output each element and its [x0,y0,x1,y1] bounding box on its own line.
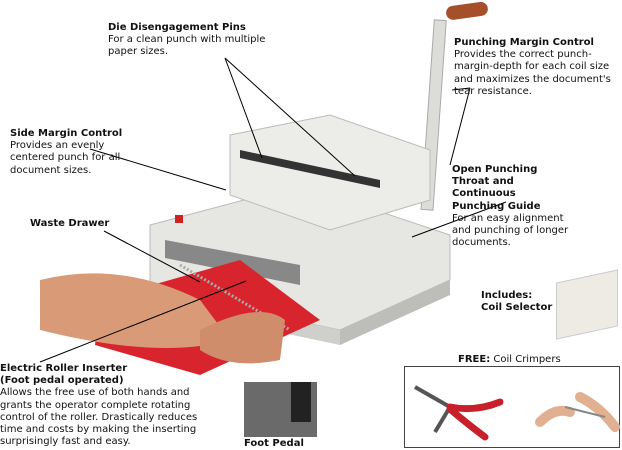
callout-text: grants the operator complete rotating [0,399,191,411]
free-label: FREE: [458,354,491,365]
callout-text: margin-depth for each coil size [454,61,610,73]
callout-title: Foot Pedal [244,438,304,449]
callout-coil-selector: Includes: Coil Selector [481,290,552,314]
callout-die-pins: Die Disengagement Pins For a clean punch… [108,22,265,59]
callout-side-margin: Side Margin Control Provides an evenly c… [10,128,122,177]
callout-title: Open Punching [452,164,538,175]
crimpers-image [414,385,620,441]
callout-title: Die Disengagement Pins [108,22,246,33]
callout-title: Throat and [452,176,514,188]
leader-lines [39,57,507,363]
callout-title: Side Margin Control [10,128,123,139]
callout-title: Punching Margin Control [454,37,594,48]
handle-grip [446,1,488,20]
callout-title: Continuous [452,188,516,200]
callout-text: Provides an evenly [10,140,105,152]
callout-text: For an easy alignment [452,212,564,224]
callout-text: tear resistance. [454,85,532,97]
callout-title: Electric Roller Inserter [0,363,128,374]
callout-title: Punching Guide [452,200,541,212]
callout-punching-margin: Punching Margin Control Provides the cor… [454,37,611,98]
callout-text: and maximizes the document's [454,73,611,85]
callout-text: paper sizes. [108,46,169,58]
callout-text: Allows the free use of both hands and [0,387,190,399]
callout-waste-drawer: Waste Drawer [30,218,109,230]
foot-pedal-label: Foot Pedal [244,438,304,450]
callout-text: Provides the correct punch- [454,49,592,61]
crimpers-caption: FREE: Coil Crimpers [458,354,561,366]
callout-open-throat: Open Punching Throat and Continuous Punc… [452,164,568,249]
foot-pedal-photo [244,382,317,437]
callout-text: document sizes. [10,164,92,176]
callout-text: and punching of longer [452,225,569,237]
callout-title: Coil Selector [481,302,553,314]
callout-title: (Foot pedal operated) [0,375,124,387]
callout-title: Waste Drawer [30,218,110,229]
callout-text: documents. [452,237,511,249]
crimpers-text: Coil Crimpers [490,354,561,365]
callout-text: control of the roller. Drastically reduc… [0,411,198,423]
callout-text: centered punch for all [10,152,121,164]
callout-text: time and costs by making the inserting [0,424,197,436]
callout-roller: Electric Roller Inserter (Foot pedal ope… [0,363,197,448]
callout-text: surprisingly fast and easy. [0,436,131,448]
coil-crimpers-panel [404,366,620,448]
callout-title: Includes: [481,290,533,301]
callout-text: For a clean punch with multiple [108,34,266,46]
